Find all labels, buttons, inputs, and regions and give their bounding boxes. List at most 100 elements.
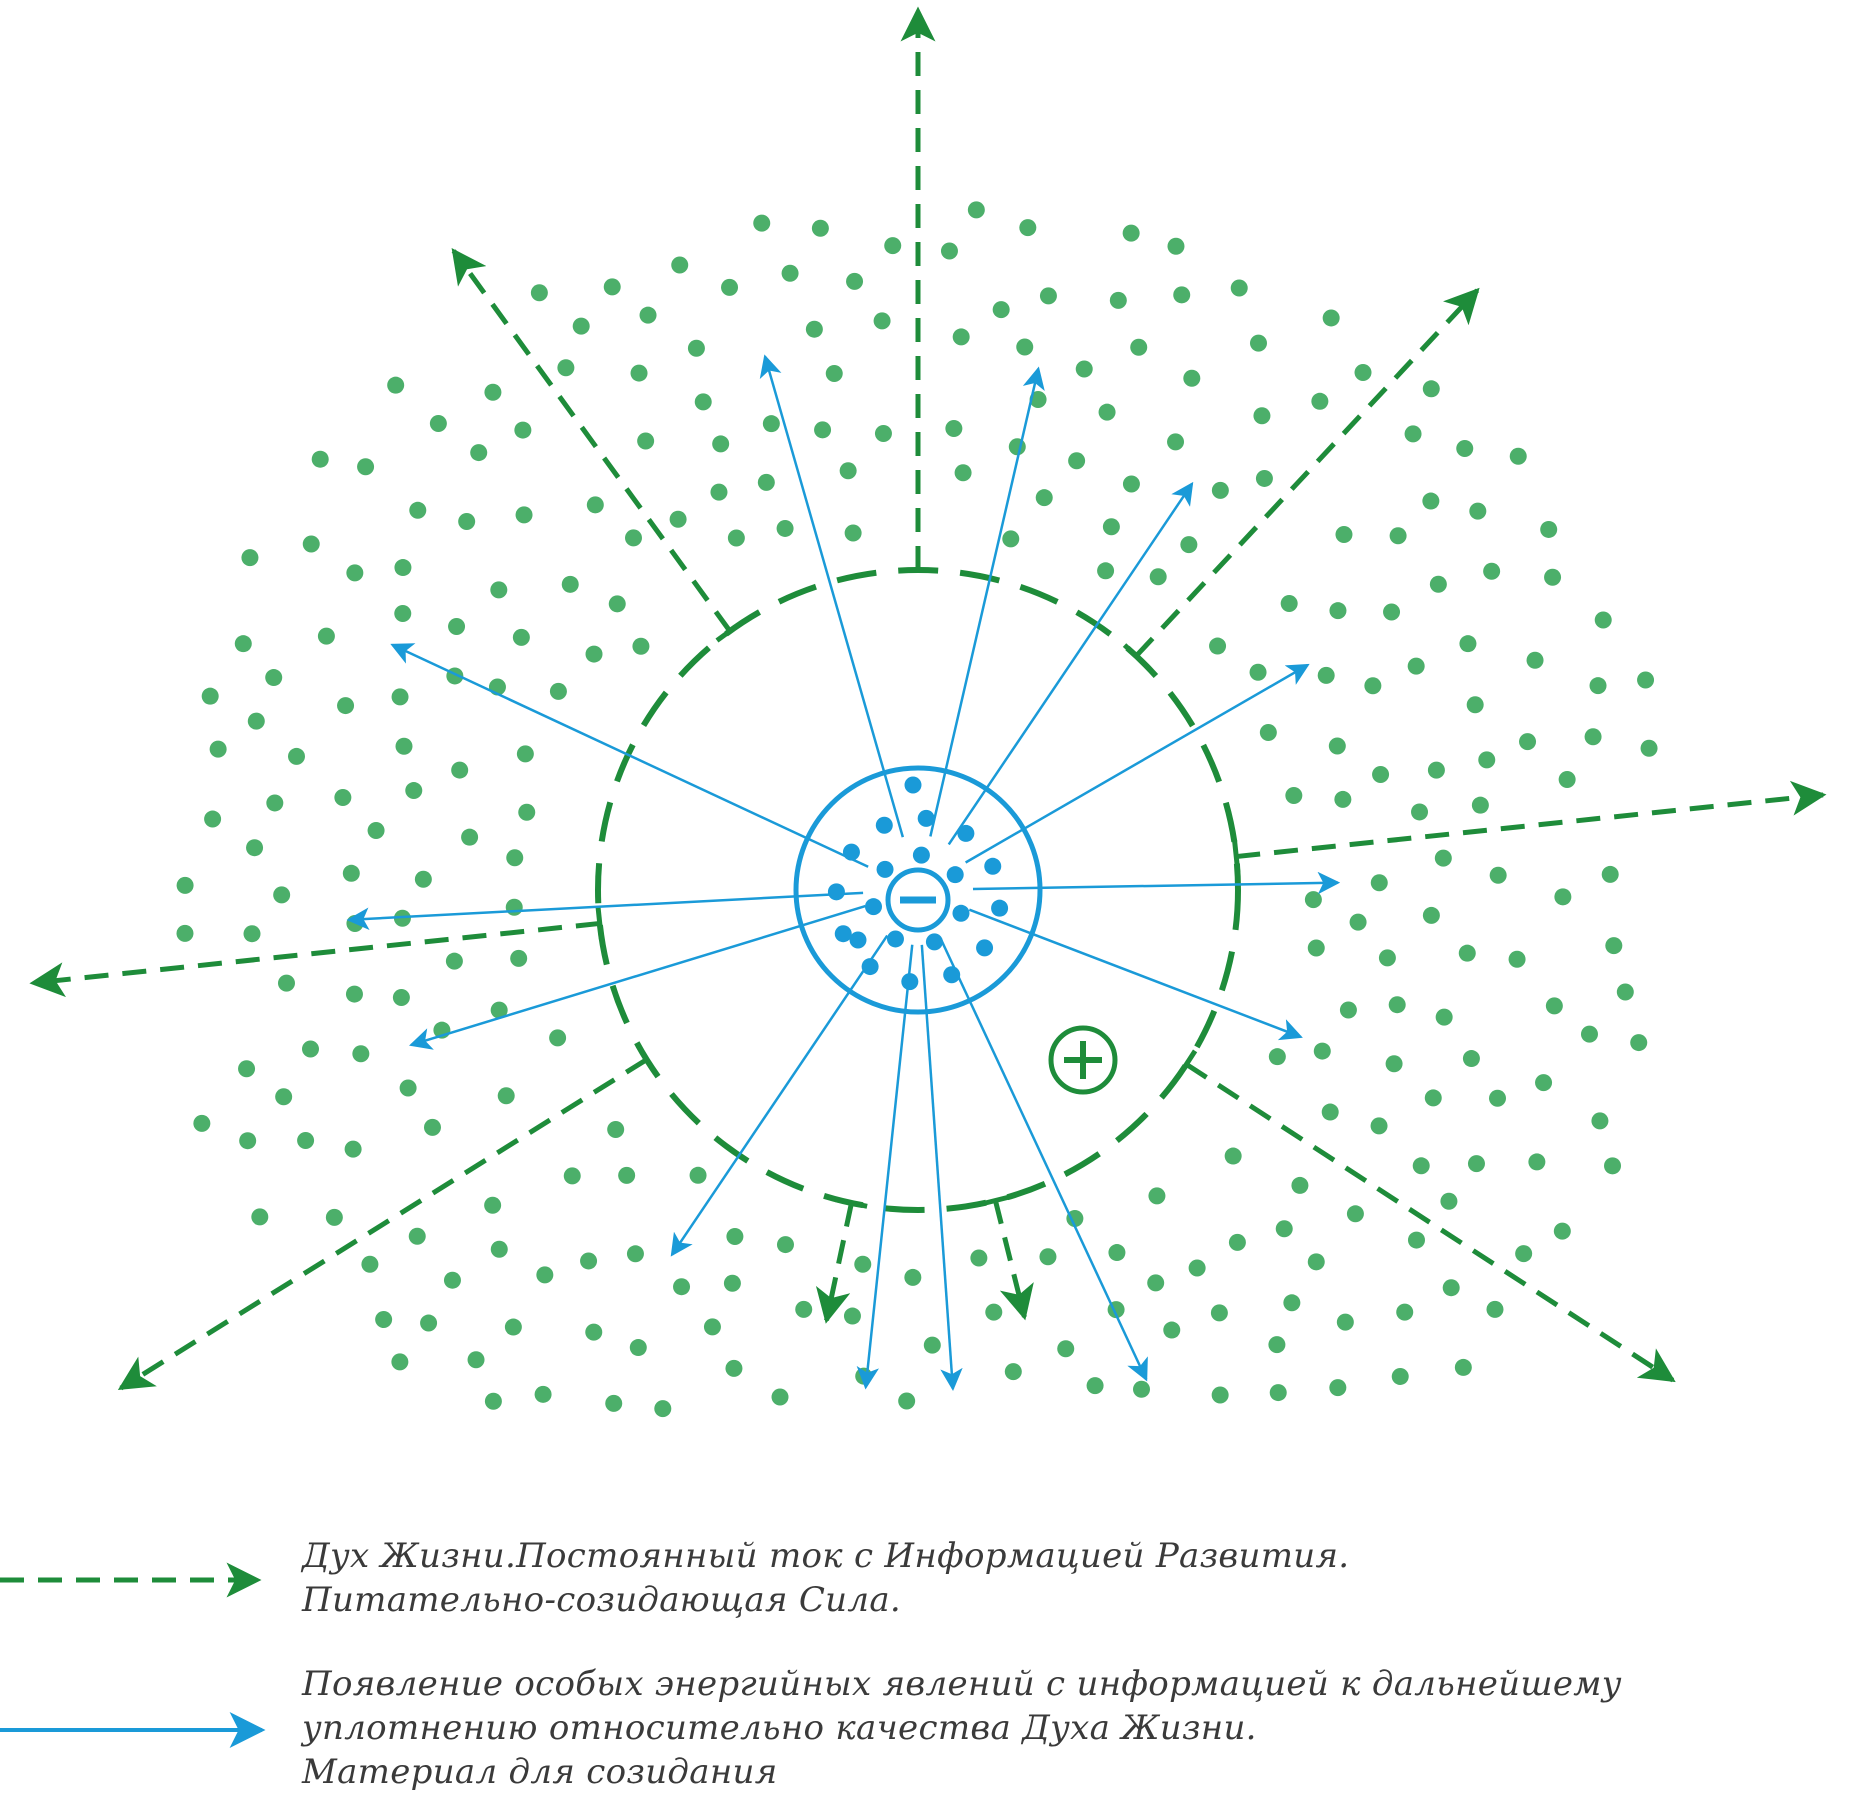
energy-phenomena-arrows xyxy=(346,354,1341,1392)
legend-line: уплотнению относительно качества Духа Жи… xyxy=(302,1708,1257,1748)
field-dot xyxy=(490,1001,508,1019)
field-dot xyxy=(712,435,730,453)
field-dot xyxy=(726,1228,744,1246)
field-dot xyxy=(337,697,355,715)
field-dot xyxy=(515,506,533,524)
field-dot xyxy=(694,393,712,411)
field-dot xyxy=(1454,1358,1472,1376)
energy-phenomena-arrow xyxy=(940,939,1148,1382)
field-dot xyxy=(357,458,375,476)
field-dot xyxy=(204,810,222,828)
field-dot xyxy=(1167,433,1185,451)
spirit-flow-arrow xyxy=(1134,287,1480,658)
field-dot xyxy=(1442,1279,1460,1297)
field-dot xyxy=(1591,1112,1609,1130)
field-dot xyxy=(1462,1050,1480,1068)
field-dot xyxy=(1098,403,1116,421)
field-dot xyxy=(1594,611,1612,629)
field-dot xyxy=(654,1400,672,1418)
field-dot xyxy=(1580,1025,1598,1043)
field-dot xyxy=(209,740,227,758)
field-dot xyxy=(1311,392,1329,410)
field-dot xyxy=(1435,1008,1453,1026)
field-dot xyxy=(497,1087,515,1105)
field-dot xyxy=(557,359,575,377)
field-dot xyxy=(563,1167,581,1185)
field-dot xyxy=(814,421,832,439)
field-dot xyxy=(1259,723,1277,741)
field-dot xyxy=(1183,369,1201,387)
field-dot xyxy=(1291,1176,1309,1194)
field-dot xyxy=(844,524,862,542)
field-dot xyxy=(367,821,385,839)
field-dot xyxy=(1224,1147,1242,1165)
spirit-flow-arrow xyxy=(1185,1062,1676,1383)
field-dot xyxy=(1364,677,1382,695)
field-dot xyxy=(375,1311,393,1329)
field-dot xyxy=(1039,1248,1057,1266)
field-dot xyxy=(1285,787,1303,805)
spirit-flow-arrows xyxy=(29,6,1827,1391)
field-dot xyxy=(1029,391,1047,409)
field-dot xyxy=(266,794,284,812)
field-dot xyxy=(1605,937,1623,955)
field-dot xyxy=(854,1255,872,1273)
field-dot xyxy=(1515,1245,1533,1263)
field-dot xyxy=(1616,983,1634,1001)
field-dot xyxy=(241,549,259,567)
field-dot xyxy=(1249,663,1267,681)
field-dot xyxy=(1422,492,1440,510)
field-dot xyxy=(805,320,823,338)
field-dot xyxy=(1385,1055,1403,1073)
field-dot xyxy=(530,284,548,302)
field-dot xyxy=(1328,737,1346,755)
field-dot xyxy=(1057,1340,1075,1358)
field-dot xyxy=(342,864,360,882)
field-dot xyxy=(970,1249,988,1267)
field-dot xyxy=(873,312,891,330)
field-dot xyxy=(605,1394,623,1412)
field-dot xyxy=(1391,1367,1409,1385)
energy-phenomena-arrow xyxy=(409,904,866,1050)
field-dot xyxy=(721,278,739,296)
field-dot xyxy=(1440,1192,1458,1210)
field-dot xyxy=(176,924,194,942)
field-dot xyxy=(317,627,335,645)
field-dot xyxy=(1424,1089,1442,1107)
field-dot xyxy=(884,237,902,255)
field-dot xyxy=(1486,1300,1504,1318)
plus-sign-icon xyxy=(1048,1025,1118,1095)
field-dot xyxy=(512,628,530,646)
energy-phenomena-arrow xyxy=(670,934,889,1257)
field-dot xyxy=(1109,291,1127,309)
legend-line: Питательно-созидающая Сила. xyxy=(302,1580,901,1620)
field-dot xyxy=(1329,1379,1347,1397)
field-dot xyxy=(1102,518,1120,536)
field-dot xyxy=(855,1367,873,1385)
field-dot xyxy=(1544,568,1562,586)
field-dot xyxy=(632,637,650,655)
field-dot xyxy=(1404,425,1422,443)
field-dot xyxy=(1489,866,1507,884)
field-dot xyxy=(945,420,963,438)
core-dot xyxy=(901,973,919,991)
spirit-flow-arrow xyxy=(992,1199,1034,1321)
field-dot xyxy=(1336,1313,1354,1331)
field-dot xyxy=(923,1336,941,1354)
field-dot xyxy=(265,669,283,687)
field-dot xyxy=(1108,1244,1126,1262)
field-dot xyxy=(344,1140,362,1158)
field-dot xyxy=(1339,1001,1357,1019)
field-dot xyxy=(334,789,352,807)
field-dot xyxy=(549,682,567,700)
field-dot xyxy=(1346,1205,1364,1223)
field-dot xyxy=(405,782,423,800)
field-dot xyxy=(795,1300,813,1318)
field-dot xyxy=(1211,1386,1229,1404)
field-dot xyxy=(1554,888,1572,906)
field-dot xyxy=(1268,1336,1286,1354)
core-dot xyxy=(849,931,867,949)
field-dot xyxy=(467,1351,485,1369)
field-dot xyxy=(1004,1363,1022,1381)
